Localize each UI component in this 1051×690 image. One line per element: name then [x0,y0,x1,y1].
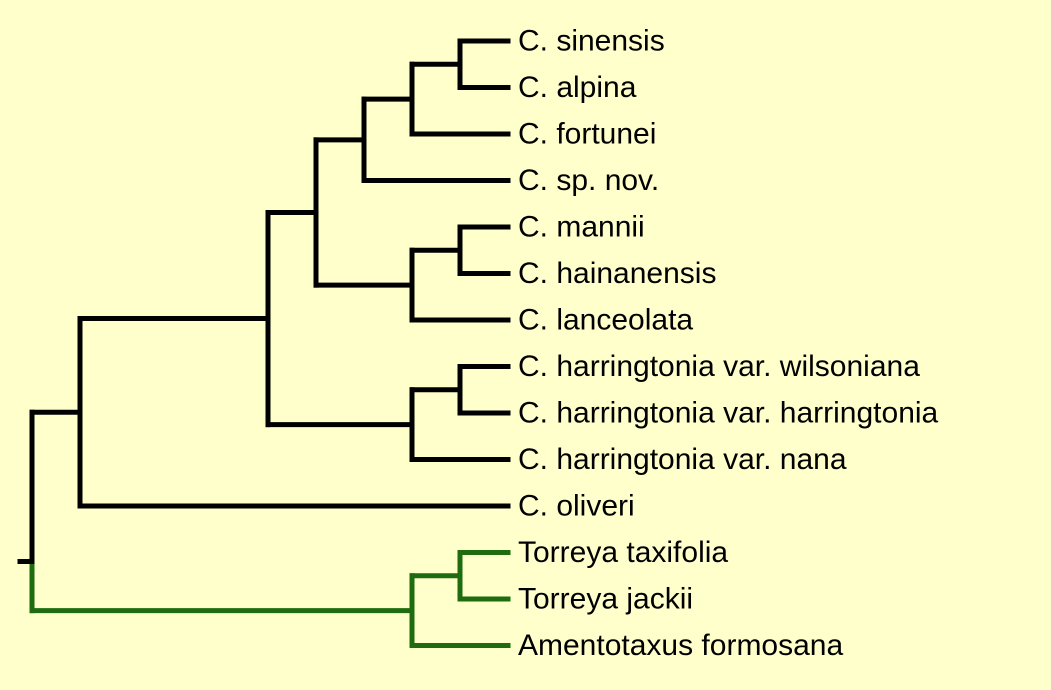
taxon-label: C. mannii [518,211,645,244]
taxon-label: C. hainanensis [518,257,716,290]
taxon-label: C. fortunei [518,118,656,151]
taxon-labels: C. sinensis C. alpina C. fortunei C. sp. no… [518,25,939,663]
taxon-label: Torreya taxifolia [518,536,728,569]
taxon-label: C. sp. nov. [518,164,659,197]
taxon-label: C. lanceolata [518,304,693,337]
taxon-label: C. harringtonia var. wilsoniana [518,350,920,383]
taxon-label: C. harringtonia var. nana [518,443,847,476]
taxon-label: C. oliveri [518,490,635,523]
tree-branches [17,38,511,648]
taxon-label: C. harringtonia var. harringtonia [518,397,939,430]
taxon-label: Torreya jackii [518,583,693,616]
taxon-label: C. sinensis [518,25,665,58]
taxon-label: Amentotaxus formosana [518,629,843,662]
taxon-label: C. alpina [518,71,637,104]
